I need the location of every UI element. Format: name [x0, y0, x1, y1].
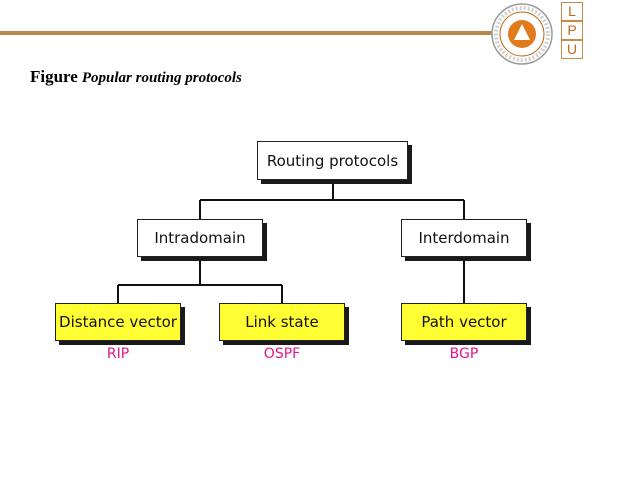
figure-label: Figure — [30, 67, 78, 86]
node-routing-protocols: Routing protocols — [257, 141, 408, 180]
logo-letter-u: U — [561, 40, 583, 59]
node-distance-vector: Distance vector — [55, 303, 181, 341]
example-rip: RIP — [106, 346, 130, 362]
header-rule — [0, 31, 492, 35]
example-ospf: OSPF — [263, 346, 301, 362]
figure-caption: Popular routing protocols — [81, 70, 242, 86]
example-bgp: BGP — [449, 346, 479, 362]
logo-letter-l: L — [561, 2, 583, 21]
logo-letter-p: P — [561, 21, 583, 40]
node-link-state: Link state — [219, 303, 345, 341]
university-seal-logo — [491, 3, 553, 65]
node-intradomain: Intradomain — [137, 219, 263, 257]
node-interdomain: Interdomain — [401, 219, 527, 257]
node-path-vector: Path vector — [401, 303, 527, 341]
